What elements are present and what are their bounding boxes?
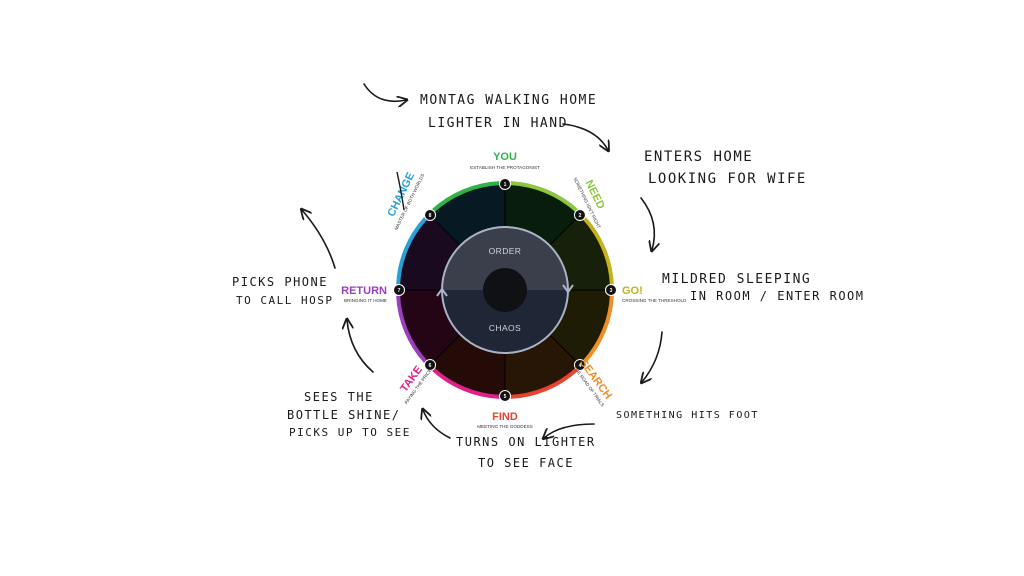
arrow-note-2-to-note-3: [640, 197, 654, 250]
stage-return-subtitle: BRINGING IT HOME: [344, 298, 387, 303]
wheel-segment-search: [505, 334, 580, 396]
note-4-line-1: SOMETHING HITS FOOT: [616, 410, 759, 421]
wheel-segment-take: [399, 290, 461, 365]
stage-change: CHANGE MASTER OF BOTH WORLDS: [385, 171, 425, 231]
wheel-segment-you: [505, 184, 580, 246]
note-5-line-1: TURNS ON LIGHTER: [456, 435, 596, 449]
ring-arc-7: [396, 217, 427, 285]
note-2-line-2: LOOKING FOR WIFE: [648, 171, 807, 187]
chaos-half: [442, 290, 568, 353]
spoke-8: [429, 214, 461, 246]
stage-node-3: 3: [605, 284, 617, 296]
hub-core: [483, 268, 527, 312]
story-wheel: ORDER CHAOS 1 2 3 4 5 6 7 8: [393, 178, 617, 402]
chaos-arrow-icon: [436, 287, 448, 297]
note-2-line-1: ENTERS HOME: [644, 149, 753, 165]
arrow-note-6-to-note-7: [347, 320, 374, 373]
order-label: ORDER: [489, 246, 522, 256]
note-7-line-2: TO CALL HOSP: [236, 294, 333, 307]
stage-you-title: YOU: [493, 151, 517, 163]
stage-node-circle: [573, 358, 586, 371]
stage-node-circle: [499, 178, 511, 190]
stage-node-circle: [393, 284, 405, 296]
note-3-line-1: MILDRED SLEEPING: [662, 272, 811, 287]
wheel-segment-return: [399, 215, 461, 290]
ring-arc-8: [432, 181, 500, 212]
stage-search: SEARCH THE ROAD OF TRIALS: [573, 357, 614, 408]
arrow-note-7-onward: [302, 210, 336, 269]
wheel-segment-go: [549, 290, 611, 365]
stage-node-circle: [424, 358, 437, 371]
note-1-line-2: LIGHTER IN HAND: [428, 116, 568, 131]
stage-node-circle: [573, 209, 586, 222]
stage-node-7: 7: [393, 284, 405, 296]
wheel-segment-find: [430, 334, 505, 396]
arrow-note-3-to-note-4: [642, 331, 663, 382]
stage-return-title: RETURN: [341, 285, 387, 297]
spoke-4: [549, 334, 581, 366]
stage-node-number: 1: [504, 182, 507, 188]
order-arrow-icon: [562, 284, 574, 294]
stage-you: YOU ESTABLISH THE PROTAGONIST: [470, 151, 540, 170]
stage-find: FIND MEETING THE GODDESS: [477, 411, 533, 429]
stage-find-title: FIND: [492, 411, 518, 423]
stage-node-1: 1: [499, 178, 511, 190]
wheel-outer-ring: [396, 181, 614, 399]
note-5-line-2: TO SEE FACE: [478, 456, 574, 470]
stage-node-8: 8: [424, 209, 437, 222]
stage-find-subtitle: MEETING THE GODDESS: [477, 424, 533, 429]
arrow-into-note-1: [363, 83, 406, 101]
stage-go: GO! CROSSING THE THRESHOLD: [622, 285, 687, 303]
stage-node-number: 7: [398, 288, 401, 294]
note-1-line-1: MONTAG WALKING HOME: [420, 93, 597, 108]
stage-node-4: 4: [573, 358, 586, 371]
arrow-note-4-to-note-5: [544, 423, 595, 438]
stage-node-number: 5: [504, 394, 507, 400]
stage-node-2: 2: [573, 209, 586, 222]
stage-node-6: 6: [424, 358, 437, 371]
note-3-line-2: IN ROOM / ENTER ROOM: [690, 289, 865, 303]
order-arc: [441, 226, 569, 291]
stage-node-circle: [499, 390, 511, 402]
note-7-line-1: PICKS PHONE: [232, 275, 328, 289]
stage-node-number: 2: [579, 213, 582, 219]
arrow-note-1-to-note-2: [562, 123, 608, 150]
wheel-segments: [399, 184, 611, 396]
spoke-6: [429, 334, 461, 366]
stage-node-5: 5: [499, 390, 511, 402]
stage-you-subtitle: ESTABLISH THE PROTAGONIST: [470, 165, 540, 170]
ring-arc-2: [583, 217, 614, 285]
stage-node-number: 3: [610, 288, 613, 294]
ring-arc-5: [432, 368, 500, 399]
wheel-segment-need: [549, 215, 611, 290]
order-chaos-hub: ORDER CHAOS: [436, 226, 574, 354]
ring-arc-1: [510, 181, 578, 212]
handwritten-notes: MONTAG WALKING HOME LIGHTER IN HAND ENTE…: [232, 93, 865, 470]
stage-node-circle: [424, 209, 437, 222]
stage-nodes: 1 2 3 4 5 6 7 8: [393, 178, 617, 402]
stage-node-number: 6: [429, 363, 432, 369]
note-6-line-1: SEES THE: [304, 390, 374, 404]
arrow-note-5-to-note-6: [423, 410, 451, 439]
ring-arc-4: [510, 368, 578, 399]
wheel-segment-change: [430, 184, 505, 246]
stage-node-number: 8: [429, 213, 432, 219]
chaos-arc: [441, 289, 569, 354]
stage-node-circle: [605, 284, 617, 296]
stage-node-number: 4: [579, 363, 582, 369]
note-6-line-3: PICKS UP TO SEE: [289, 426, 411, 439]
stage-go-subtitle: CROSSING THE THRESHOLD: [622, 298, 687, 303]
chaos-label: CHAOS: [489, 323, 521, 333]
wheel-spokes: [399, 184, 611, 396]
ring-arc-6: [396, 295, 427, 363]
stage-go-title: GO!: [622, 285, 643, 297]
stage-return: RETURN BRINGING IT HOME: [341, 285, 387, 303]
note-6-line-2: BOTTLE SHINE/: [287, 408, 400, 422]
change-strikethrough-scribble: [396, 171, 405, 211]
spoke-2: [549, 214, 581, 246]
handwritten-arrows: [302, 83, 663, 439]
ring-arc-3: [583, 295, 614, 363]
